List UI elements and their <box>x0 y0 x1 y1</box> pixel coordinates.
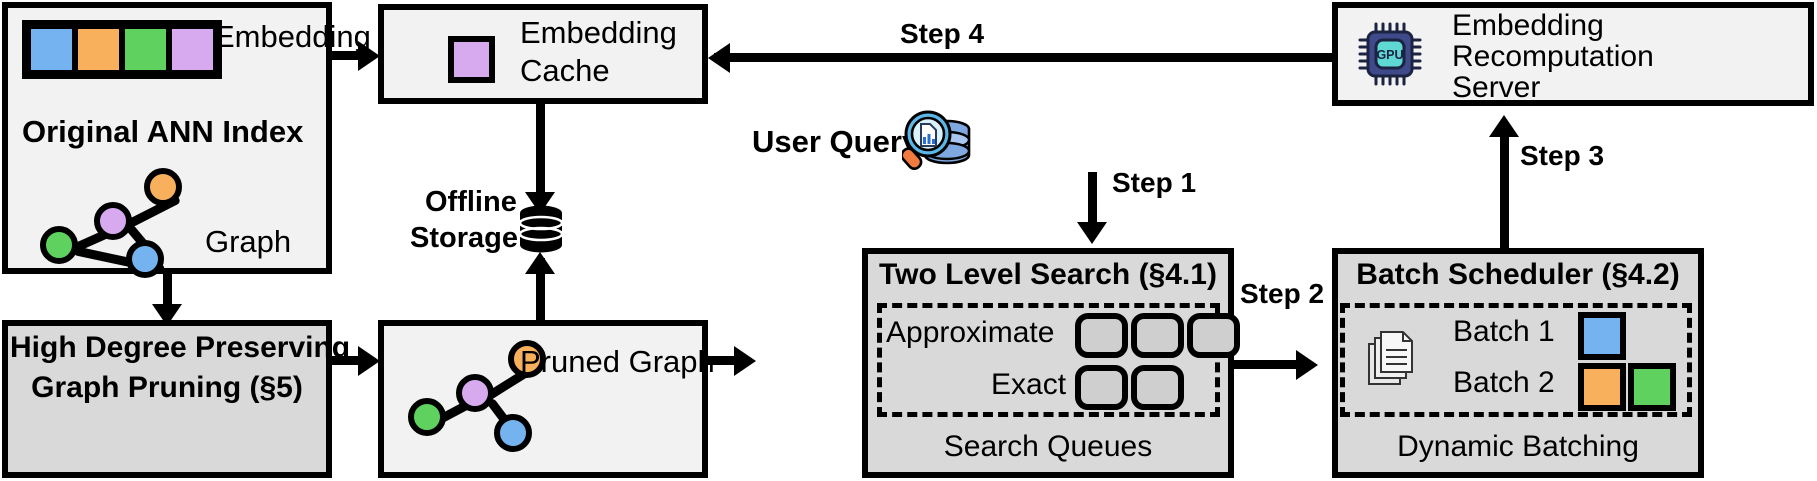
embedding-strip <box>22 20 222 79</box>
embedding-cache-box <box>378 4 708 104</box>
arrow-step4-head <box>708 43 730 73</box>
two-level-search-box <box>862 248 1234 478</box>
search-queues-footer: Search Queues <box>943 430 1153 463</box>
graph-node-green <box>408 398 446 436</box>
queue-slot[interactable] <box>1075 313 1128 358</box>
dynamic-batching-footer: Dynamic Batching <box>1397 430 1639 463</box>
approximate-queue-slots <box>1075 313 1240 358</box>
embedding-cell-purple <box>169 26 216 73</box>
embedding-cache-title-line1: Embedding <box>520 15 677 50</box>
database-cylinder-icon <box>518 205 564 253</box>
arrow-step2-line <box>1234 360 1304 369</box>
graph-node-blue <box>494 414 532 452</box>
queue-slot[interactable] <box>1187 313 1240 358</box>
graph-pruning-box <box>2 320 332 478</box>
documents-icon <box>1366 330 1416 390</box>
arrow-index-to-pruning-line <box>163 274 172 306</box>
graph-label: Graph <box>205 224 292 259</box>
embedding-cache-swatch <box>448 36 495 83</box>
step3-label: Step 3 <box>1520 140 1605 171</box>
queue-slot[interactable] <box>1131 365 1184 410</box>
offline-storage-label-line1: Offline <box>425 186 517 218</box>
embedding-cell-green <box>122 26 169 73</box>
batch2-items <box>1578 363 1676 411</box>
batch-item-orange[interactable] <box>1578 363 1626 411</box>
arrow-pruned-to-search-line <box>708 356 748 365</box>
dynamic-batching-dashed-region <box>1340 303 1692 417</box>
arrow-step2-head <box>1296 350 1318 380</box>
graph-node-orange <box>508 340 546 378</box>
queue-slot[interactable] <box>1075 365 1128 410</box>
graph-node-blue <box>126 240 164 278</box>
arrow-index-to-cache-line <box>332 51 372 60</box>
exact-queue-label: Exact <box>991 368 1067 401</box>
arrow-index-to-cache-head <box>358 41 380 71</box>
two-level-search-title: Two Level Search (§4.1) <box>879 258 1217 291</box>
user-query-label: User Query <box>752 124 920 159</box>
step4-label: Step 4 <box>900 18 985 49</box>
arrow-pruned-to-storage-head <box>525 252 555 274</box>
arrow-step1-line <box>1088 172 1097 230</box>
embedding-cell-blue <box>28 26 75 73</box>
queue-slot[interactable] <box>1131 313 1184 358</box>
recomputation-server-title-line2: Recomputation <box>1452 40 1654 73</box>
arrow-pruning-to-pruned-head <box>358 346 380 376</box>
step1-label: Step 1 <box>1112 167 1197 198</box>
batch-item-blue[interactable] <box>1578 312 1626 360</box>
batch1-items <box>1578 312 1626 360</box>
approximate-queue-label: Approximate <box>886 316 1055 349</box>
graph-pruning-title-line1: High Degree Preserving <box>10 331 351 364</box>
query-search-database-icon <box>900 108 974 174</box>
original-ann-index-title: Original ANN Index <box>22 114 304 149</box>
arrow-step3-line <box>1500 136 1509 248</box>
arrow-pruned-to-storage-line <box>536 258 545 324</box>
arrow-pruned-to-search-head <box>734 346 756 376</box>
offline-storage-label-line2: Storage <box>410 222 518 254</box>
graph-node-green <box>40 226 78 264</box>
exact-queue-slots <box>1075 365 1184 410</box>
embedding-cell-orange <box>75 26 122 73</box>
batch2-label: Batch 2 <box>1453 366 1555 399</box>
embedding-cache-title-line2: Cache <box>520 53 610 88</box>
arrow-step3-head <box>1489 115 1519 137</box>
arrow-step1-head <box>1077 222 1107 244</box>
batch-scheduler-title: Batch Scheduler (§4.2) <box>1356 258 1680 291</box>
graph-node-purple <box>94 202 132 240</box>
gpu-chip-icon: GPU <box>1358 22 1424 86</box>
graph-node-orange <box>144 168 182 206</box>
pruned-graph-label: Pruned Graph <box>520 344 715 379</box>
batch-item-green[interactable] <box>1628 363 1676 411</box>
recomputation-server-title-line3: Server <box>1452 71 1541 104</box>
step2-label: Step 2 <box>1240 278 1325 309</box>
pruned-graph-glyph <box>408 340 568 452</box>
embedding-label: Embedding <box>214 19 371 54</box>
search-queues-dashed-region <box>877 303 1220 417</box>
graph-pruning-title-line2: Graph Pruning (§5) <box>31 371 303 404</box>
original-graph-glyph <box>40 168 200 278</box>
batch1-label: Batch 1 <box>1453 315 1555 348</box>
svg-text:GPU: GPU <box>1376 48 1403 62</box>
arrow-pruning-to-pruned-line <box>332 356 372 365</box>
arrow-step4-line <box>714 53 1332 62</box>
recomputation-server-title-line1: Embedding <box>1452 9 1604 42</box>
arrow-cache-to-storage-line <box>536 104 545 200</box>
graph-node-purple <box>456 374 494 412</box>
